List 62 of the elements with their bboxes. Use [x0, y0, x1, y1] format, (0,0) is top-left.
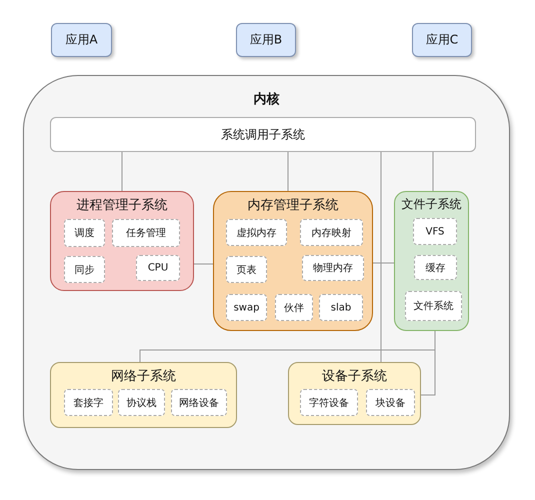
subsystem-title: 内存管理子系统: [248, 197, 338, 214]
subsystem-box: [50, 191, 194, 291]
component-box: [414, 255, 457, 280]
label-text: 应用A: [65, 32, 98, 48]
connector-line: [380, 152, 382, 362]
label-text: slab: [330, 302, 352, 313]
subsystem-box: [50, 117, 476, 152]
label-text: 内存映射: [312, 226, 352, 240]
component-box: [226, 219, 287, 246]
component-box: [226, 294, 267, 321]
subsystem-box: [394, 191, 469, 331]
component-box: [366, 389, 415, 416]
label-text: 缓存: [426, 262, 446, 274]
connector-line: [420, 330, 436, 396]
connector-line: [432, 152, 434, 192]
label-text: VFS: [426, 226, 444, 237]
label-text: 应用C: [426, 32, 458, 48]
subsystem-title: 设备子系统: [322, 368, 387, 385]
component-box: [302, 255, 364, 281]
app-box: [412, 23, 472, 57]
label-text: 伙伴: [284, 302, 304, 314]
component-box: [319, 294, 363, 321]
component-box: [118, 389, 165, 416]
component-box: [171, 389, 227, 416]
label-text: 物理内存: [313, 262, 353, 275]
connector-line: [372, 262, 394, 264]
label-text: swap: [234, 302, 260, 313]
subsystem-box: [213, 191, 373, 331]
label-text: 调度: [74, 226, 94, 240]
subsystem-title: 网络子系统: [111, 368, 176, 385]
label-text: 系统调用子系统: [221, 126, 305, 143]
app-box: [236, 23, 296, 57]
subsystem-box: [50, 362, 237, 428]
label-text: 网络设备: [179, 396, 219, 410]
label-text: 任务管理: [126, 227, 166, 240]
label-text: 应用B: [250, 32, 282, 48]
subsystem-box: [288, 362, 421, 425]
component-box: [64, 256, 105, 283]
label-text: 文件系统: [414, 300, 454, 313]
component-box: [275, 294, 313, 321]
component-box: [112, 219, 180, 247]
label-text: 同步: [74, 264, 94, 276]
component-box: [413, 218, 457, 245]
label-text: 套接字: [74, 396, 104, 410]
label-text: 虚拟内存: [236, 226, 276, 240]
component-box: [226, 256, 267, 283]
component-box: [300, 389, 358, 416]
label-text: 页表: [236, 264, 256, 276]
app-box: [51, 23, 112, 57]
subsystem-title: 内核: [254, 91, 280, 108]
subsystem-title: 进程管理子系统: [76, 197, 168, 214]
kernel-container: [23, 75, 510, 470]
component-box: [64, 389, 113, 416]
label-text: 块设备: [376, 396, 406, 410]
label-text: 字符设备: [309, 396, 349, 410]
component-box: [64, 219, 105, 247]
component-box: [300, 219, 363, 246]
component-box: [136, 255, 180, 281]
subsystem-title: 文件子系统: [402, 196, 462, 213]
label-text: 协议栈: [126, 396, 156, 410]
component-box: [405, 291, 462, 321]
label-text: CPU: [148, 262, 168, 274]
